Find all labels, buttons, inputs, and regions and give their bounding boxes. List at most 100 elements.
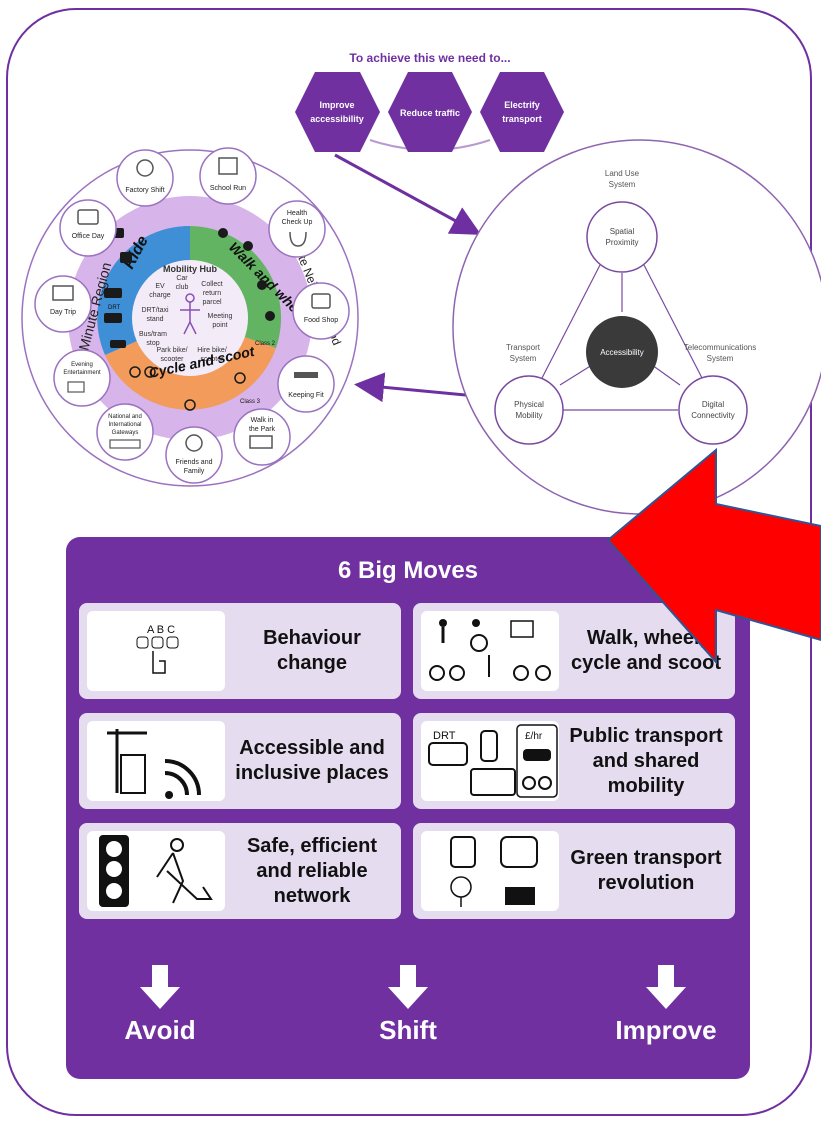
svg-text:Land Use: Land Use: [605, 169, 640, 178]
svg-text:Evening: Evening: [71, 362, 93, 368]
svg-text:Mobility Hub: Mobility Hub: [163, 264, 217, 274]
panel-title: 6 Big Moves: [337, 557, 479, 584]
shift-down-arrow-icon: [388, 965, 428, 1009]
svg-text:Digital: Digital: [702, 400, 724, 409]
svg-text:A B C: A B C: [147, 624, 175, 636]
move-label: Accessible and inclusive places: [235, 737, 389, 784]
svg-text:System: System: [609, 180, 636, 189]
svg-text:transport: transport: [502, 114, 542, 124]
svg-text:parcel: parcel: [202, 299, 222, 306]
svg-text:EV: EV: [155, 283, 165, 290]
destination-keeping-fit: Keeping Fit: [277, 355, 335, 413]
svg-text:accessibility: accessibility: [310, 114, 364, 124]
move-label: Behaviour change: [263, 627, 361, 674]
svg-text:Gateways: Gateways: [112, 430, 139, 436]
outcome-shift: Shift: [379, 1015, 437, 1045]
outcome-avoid: Avoid: [124, 1015, 196, 1045]
svg-text:stand: stand: [146, 316, 163, 323]
big-moves-panel: 6 Big Moves A B C Behaviour change: [66, 537, 750, 1079]
destination-school-run: School Run: [199, 147, 257, 205]
move-label: Walk, wheel, cycle and scoot: [570, 627, 722, 674]
move-label: Public transport and shared mobility: [569, 724, 723, 797]
destination-day-trip: Day Trip: [34, 275, 92, 333]
svg-text:Office Day: Office Day: [72, 233, 105, 240]
svg-text:Reduce traffic: Reduce traffic: [400, 108, 460, 118]
avoid-down-arrow-icon: [140, 965, 180, 1009]
svg-text:Telecommunications: Telecommunications: [684, 343, 756, 352]
destination-evening-entertainment: Evening Entertainment: [53, 349, 111, 407]
move-label: Safe, efficient and reliable network: [246, 834, 378, 907]
goals-title: To achieve this we need to...: [349, 51, 510, 65]
destination-office-day: Office Day: [59, 199, 117, 257]
svg-text:Electrify: Electrify: [504, 100, 540, 110]
move-card-safe-network: Safe, efficient and reliable network: [79, 823, 401, 919]
goal-electrify-transport: Electrify transport: [480, 72, 564, 152]
abc-choice-icon: A B C: [87, 611, 225, 691]
active-travel-icon: [421, 611, 559, 691]
svg-text:Hire bike/: Hire bike/: [197, 347, 227, 354]
move-card-green-transport: Green transport revolution: [413, 823, 735, 919]
svg-text:Physical: Physical: [514, 400, 544, 409]
svg-text:Health: Health: [287, 210, 307, 217]
svg-text:Walk in: Walk in: [251, 417, 274, 424]
svg-text:Day Trip: Day Trip: [50, 309, 76, 316]
goal-reduce-traffic: Reduce traffic: [388, 72, 472, 152]
svg-text:Accessibility: Accessibility: [600, 348, 644, 357]
svg-text:International: International: [108, 422, 141, 428]
svg-text:DRT: DRT: [433, 730, 456, 742]
svg-text:charge: charge: [149, 292, 171, 299]
svg-text:Bus/tram: Bus/tram: [139, 331, 167, 338]
arrow-to-accessibility: [334, 153, 482, 235]
svg-text:Collect: Collect: [201, 281, 222, 288]
svg-text:Entertainment: Entertainment: [63, 370, 101, 376]
svg-text:club: club: [176, 284, 189, 291]
svg-text:DRT: DRT: [108, 305, 121, 311]
svg-text:School Run: School Run: [210, 185, 246, 192]
svg-text:scooter: scooter: [201, 356, 225, 363]
svg-text:Transport: Transport: [506, 343, 541, 352]
goal-improve-accessibility: Improve accessibility: [295, 72, 380, 152]
svg-text:Class 2: Class 2: [255, 341, 276, 347]
move-card-accessible-places: Accessible and inclusive places: [79, 713, 401, 809]
svg-text:the Park: the Park: [249, 426, 276, 433]
move-card-behaviour-change: A B C Behaviour change: [79, 603, 401, 699]
move-card-public-transport: DRT £/hr Public transport and shared mob…: [413, 713, 735, 809]
svg-text:return: return: [203, 290, 221, 297]
destination-health-check-up: Health Check Up: [268, 200, 326, 258]
destination-factory-shift: Factory Shift: [116, 149, 174, 207]
destination-food-shop: Food Shop: [292, 282, 350, 340]
svg-text:System: System: [510, 354, 537, 363]
electric-bus-icon: [421, 831, 559, 911]
svg-text:Keeping Fit: Keeping Fit: [288, 392, 323, 399]
svg-text:scooter: scooter: [161, 356, 185, 363]
svg-text:DRT/taxi: DRT/taxi: [141, 307, 169, 314]
move-label: Green transport revolution: [570, 847, 722, 894]
svg-text:Proximity: Proximity: [606, 238, 639, 247]
svg-text:Park bike/: Park bike/: [156, 347, 187, 354]
outcome-improve: Improve: [615, 1015, 717, 1045]
svg-text:£/hr: £/hr: [525, 731, 543, 742]
destination-national-gateways: National and International Gateways: [96, 403, 154, 461]
svg-text:System: System: [707, 354, 734, 363]
accessibility-system-diagram: Land Use System Spatial Proximity Access…: [452, 139, 821, 515]
svg-text:Class 3: Class 3: [240, 399, 261, 405]
traffic-light-icon: [87, 831, 225, 911]
svg-text:stop: stop: [146, 340, 159, 347]
svg-text:Car: Car: [176, 275, 188, 282]
destination-bubbles: Factory Shift School Run Health Check Up…: [34, 147, 350, 484]
svg-text:Friends and: Friends and: [176, 459, 213, 466]
svg-text:Connectivity: Connectivity: [691, 411, 735, 420]
svg-text:Food Shop: Food Shop: [304, 317, 338, 324]
svg-text:point: point: [212, 322, 227, 329]
building-crane-icon: [87, 721, 225, 801]
svg-text:Family: Family: [184, 468, 205, 475]
top-diagram: To achieve this we need to... Improve ac…: [21, 51, 821, 515]
svg-text:Improve: Improve: [319, 100, 354, 110]
destination-friends-and-family: Friends and Family: [165, 426, 223, 484]
svg-text:National and: National and: [108, 414, 142, 420]
improve-down-arrow-icon: [646, 965, 686, 1009]
destination-walk-in-the-park: Walk in the Park: [233, 408, 291, 466]
svg-text:Spatial: Spatial: [610, 227, 635, 236]
move-card-walk-wheel: Walk, wheel, cycle and scoot: [413, 603, 735, 699]
svg-text:Factory Shift: Factory Shift: [125, 187, 164, 194]
